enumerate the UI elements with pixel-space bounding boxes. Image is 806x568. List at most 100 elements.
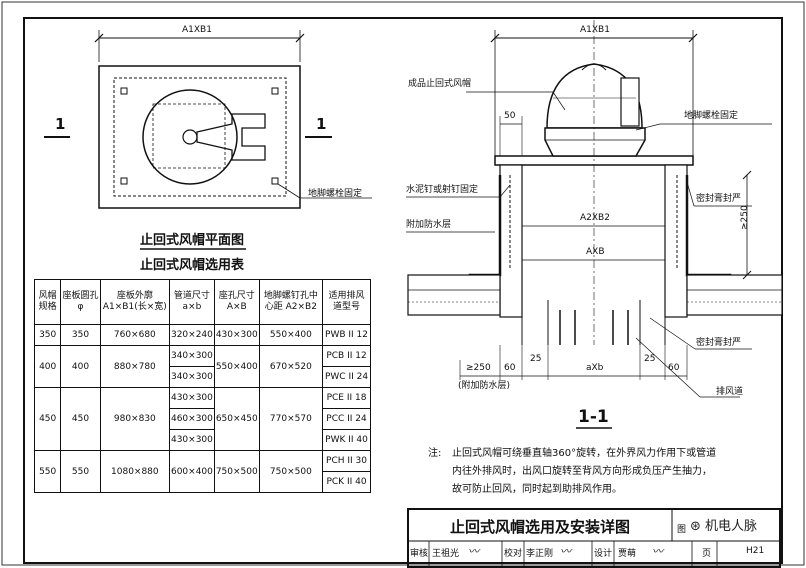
note-line-1: 止回式风帽可绕垂直轴360°旋转，在外界风力作用下或管道: [452, 448, 717, 459]
section-title: 1-1: [578, 407, 609, 427]
section-view: [406, 20, 783, 429]
cell-seat: 430×300: [213, 324, 260, 346]
cell-duct: 340×300: [169, 366, 215, 388]
cell-model: PCE II 18: [322, 387, 371, 409]
watermark-badge: ⊛ 机电人脉: [686, 514, 762, 535]
cell-hole: 350: [60, 324, 101, 346]
cell-outline: 760×680: [99, 324, 171, 346]
section-mark-right: 1: [316, 115, 327, 133]
header-model: 适用排风道型号: [322, 279, 371, 325]
title-block-grid: [407, 508, 779, 566]
check-label: 校对: [504, 549, 523, 559]
plan-dimension-label: A1XB1: [182, 25, 212, 35]
table-title: 止回式风帽选用表: [140, 258, 245, 273]
header-bolt: 地脚螺钉孔中心距 A2×B2: [258, 279, 324, 325]
dim-60-left: 60: [504, 363, 516, 373]
label-sealant-top: 密封膏封严: [696, 194, 742, 204]
table-row: 460×300 PCC II 24: [35, 408, 371, 430]
cell-spec: 550: [33, 450, 62, 493]
design-signature: 〰: [652, 545, 663, 558]
label-finished-cap: 成品止回式风帽: [408, 79, 472, 89]
cell-seat: 750×500: [213, 450, 260, 493]
check-signature: 〰: [560, 545, 571, 558]
design-label: 设计: [594, 549, 613, 559]
label-anchor-bolt: 地脚螺栓固定: [684, 111, 739, 121]
dim-ge250-bottom: ≥250: [466, 363, 491, 373]
note-line-3: 故可防止回风，同时起到助排风作用。: [452, 484, 622, 495]
cell-outline: 1080×880: [99, 450, 171, 493]
dim-60-right: 60: [668, 363, 680, 373]
cell-duct: 600×400: [169, 450, 215, 493]
cell-outline: 880×780: [99, 345, 171, 388]
cell-hole: 450: [60, 387, 101, 451]
dim-a2xb2: A2XB2: [580, 213, 610, 223]
header-spec: 风帽规格: [33, 279, 62, 325]
cell-duct: 430×300: [169, 429, 215, 451]
cell-model: PCH II 30: [322, 450, 371, 472]
cell-model: PCK II 40: [322, 471, 371, 493]
cell-duct: 430×300: [169, 387, 215, 409]
dim-extra-waterproof: (附加防水层): [458, 381, 511, 391]
cell-seat: 650×450: [213, 387, 260, 451]
cell-duct: 340×300: [169, 345, 215, 367]
note-line-2: 内往外排风时，出风口旋转至背风方向形成负压产生抽力，: [452, 466, 712, 477]
cell-model: PWK II 40: [322, 429, 371, 451]
label-exhaust-duct: 排风道: [716, 387, 744, 397]
cell-model: PWC II 24: [322, 366, 371, 388]
cell-duct: 460×300: [169, 408, 215, 430]
cell-seat: 550×400: [213, 345, 260, 388]
cell-bolt: 770×570: [258, 387, 324, 451]
atlas-label: 图: [677, 525, 687, 535]
cell-spec: 400: [33, 345, 62, 388]
dim-50: 50: [504, 111, 516, 121]
cell-model: PCC II 24: [322, 408, 371, 430]
table-row: 430×300 PWK II 40: [35, 429, 371, 451]
dim-ge250-right: ≥250: [740, 205, 750, 230]
section-dimension-top: A1XB1: [580, 25, 610, 35]
plan-view: [44, 30, 372, 250]
section-mark-left: 1: [55, 115, 66, 133]
table-row: PCK II 40: [35, 471, 371, 493]
cell-model: PWB II 12: [322, 324, 371, 346]
watermark-icon: ⊛: [690, 519, 701, 534]
drawing-title: 止回式风帽选用及安装详图: [449, 518, 630, 536]
reviewer-name: 王祖光: [432, 549, 460, 559]
page-number: H21: [746, 546, 765, 556]
dim-25-right: 25: [644, 354, 656, 364]
page-label: 页: [702, 549, 712, 559]
cell-hole: 400: [60, 345, 101, 388]
checker-name: 李正刚: [526, 549, 554, 559]
plan-anchor-note: 地脚螺栓固定: [308, 189, 363, 199]
cell-bolt: 670×520: [258, 345, 324, 388]
cell-bolt: 550×400: [258, 324, 324, 346]
label-sealant-bottom: 密封膏封严: [696, 338, 742, 348]
label-extra-waterproof: 附加防水层: [406, 220, 452, 230]
cell-spec: 450: [33, 387, 62, 451]
watermark-text: 机电人脉: [705, 519, 758, 534]
cell-spec: 350: [33, 324, 62, 346]
cell-duct: 320×240: [169, 324, 215, 346]
dim-axb: AXB: [586, 247, 605, 257]
cell-model: PCB II 12: [322, 345, 371, 367]
dim-axb-small: aXb: [586, 363, 604, 373]
label-nail-fixing: 水泥钉或射钉固定: [406, 185, 479, 195]
designer-name: 贾萌: [618, 549, 637, 559]
note-prefix: 注:: [428, 448, 442, 459]
cell-hole: 550: [60, 450, 101, 493]
cell-bolt: 750×500: [258, 450, 324, 493]
plan-title: 止回式风帽平面图: [140, 233, 245, 248]
cell-outline: 980×830: [99, 387, 171, 451]
dim-25-left: 25: [530, 354, 542, 364]
